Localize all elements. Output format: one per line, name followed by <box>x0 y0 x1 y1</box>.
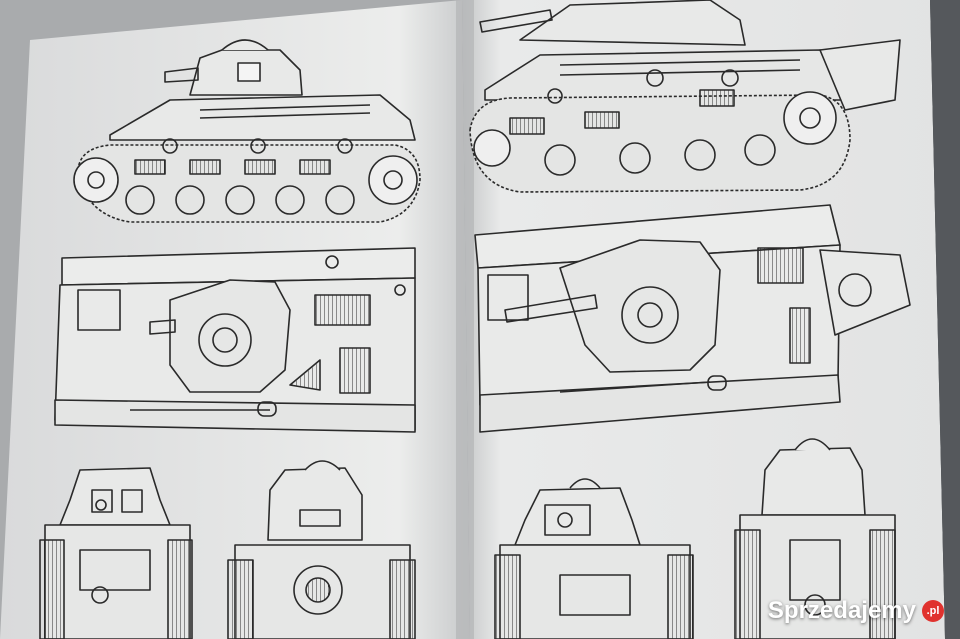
right-tank-rear-view <box>734 438 896 639</box>
left-tank-side-view <box>73 39 421 223</box>
left-tank-top-view <box>54 247 416 433</box>
right-tank-top-view <box>474 204 911 433</box>
left-tank-rear-view <box>227 460 416 639</box>
circle-badge-icon: .pl <box>922 600 944 622</box>
watermark: Sprzedajemy .pl <box>768 597 944 625</box>
right-tank-side-view <box>469 0 901 193</box>
left-tank-front-view <box>39 467 193 639</box>
watermark-brand: Sprzedajemy <box>767 597 916 624</box>
right-tank-front-view <box>494 478 694 639</box>
book-gutter <box>456 0 474 639</box>
